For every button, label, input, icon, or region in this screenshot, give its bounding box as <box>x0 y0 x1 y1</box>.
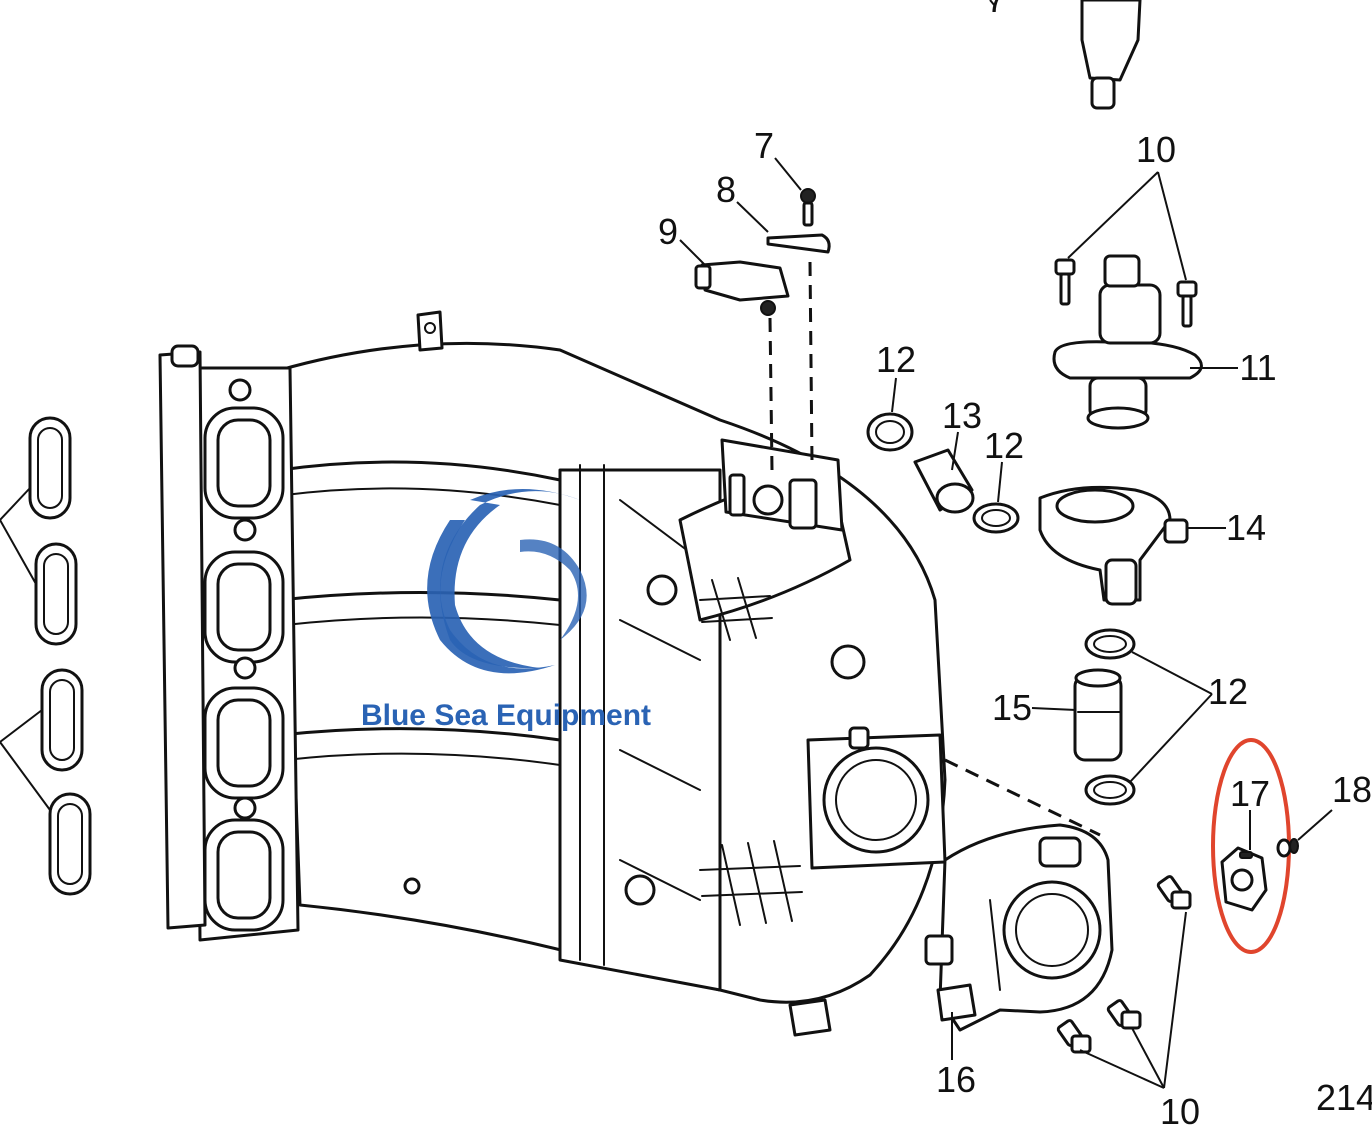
part-18-screw <box>1276 838 1299 858</box>
part-8-bracket <box>766 233 831 254</box>
part-16-throttle-body <box>924 823 1114 1032</box>
part-12-clamp <box>972 502 1020 534</box>
callout-10-top: 10 <box>1136 129 1176 170</box>
part-14-elbow <box>1038 485 1189 606</box>
callout-11: 11 <box>1239 347 1276 388</box>
assembly-line <box>768 317 774 471</box>
callout-14: 14 <box>1226 507 1266 548</box>
assembly-line <box>808 261 814 463</box>
callout-16: 16 <box>936 1059 976 1100</box>
part-10-bolt <box>1056 1019 1092 1054</box>
part-10-bolt <box>1176 280 1198 328</box>
part-17-throttle-position-sensor <box>1220 846 1268 912</box>
part-13-hose <box>913 448 975 514</box>
part-9-sensor <box>694 260 790 316</box>
brand-logo: Blue Sea Equipment <box>361 489 651 732</box>
callout-13: 13 <box>942 395 982 436</box>
part-15-hose <box>1073 668 1123 762</box>
callout-8: 8 <box>716 169 736 210</box>
callout-12-c: 12 <box>1208 671 1248 712</box>
part-10-bolt <box>1156 875 1192 910</box>
callout-7: 7 <box>754 125 774 166</box>
callout-12-b: 12 <box>984 425 1024 466</box>
part-12-clamp <box>1084 628 1136 660</box>
callout-18: 18 <box>1332 769 1372 810</box>
part-10-bolt <box>1054 258 1076 306</box>
part-12-clamp <box>866 412 914 452</box>
callout-15: 15 <box>992 687 1032 728</box>
intake-gaskets <box>0 416 92 896</box>
part-11-valve <box>1052 254 1203 430</box>
assembly-line <box>944 758 1101 837</box>
figure-reference-number: 214 <box>1316 1077 1372 1118</box>
callout-17: 17 <box>1230 773 1270 814</box>
top-connector <box>989 0 1142 110</box>
callout-10-bottom: 10 <box>1160 1091 1200 1126</box>
callout-12-a: 12 <box>876 339 916 380</box>
brand-name: Blue Sea Equipment <box>361 699 651 732</box>
part-10-bolt <box>1106 999 1142 1030</box>
callout-9: 9 <box>658 211 678 252</box>
intake-manifold <box>158 310 947 1037</box>
callout-7-top: 7 <box>986 0 1006 20</box>
part-7-bolt <box>800 188 816 227</box>
part-12-clamp <box>1084 774 1136 806</box>
